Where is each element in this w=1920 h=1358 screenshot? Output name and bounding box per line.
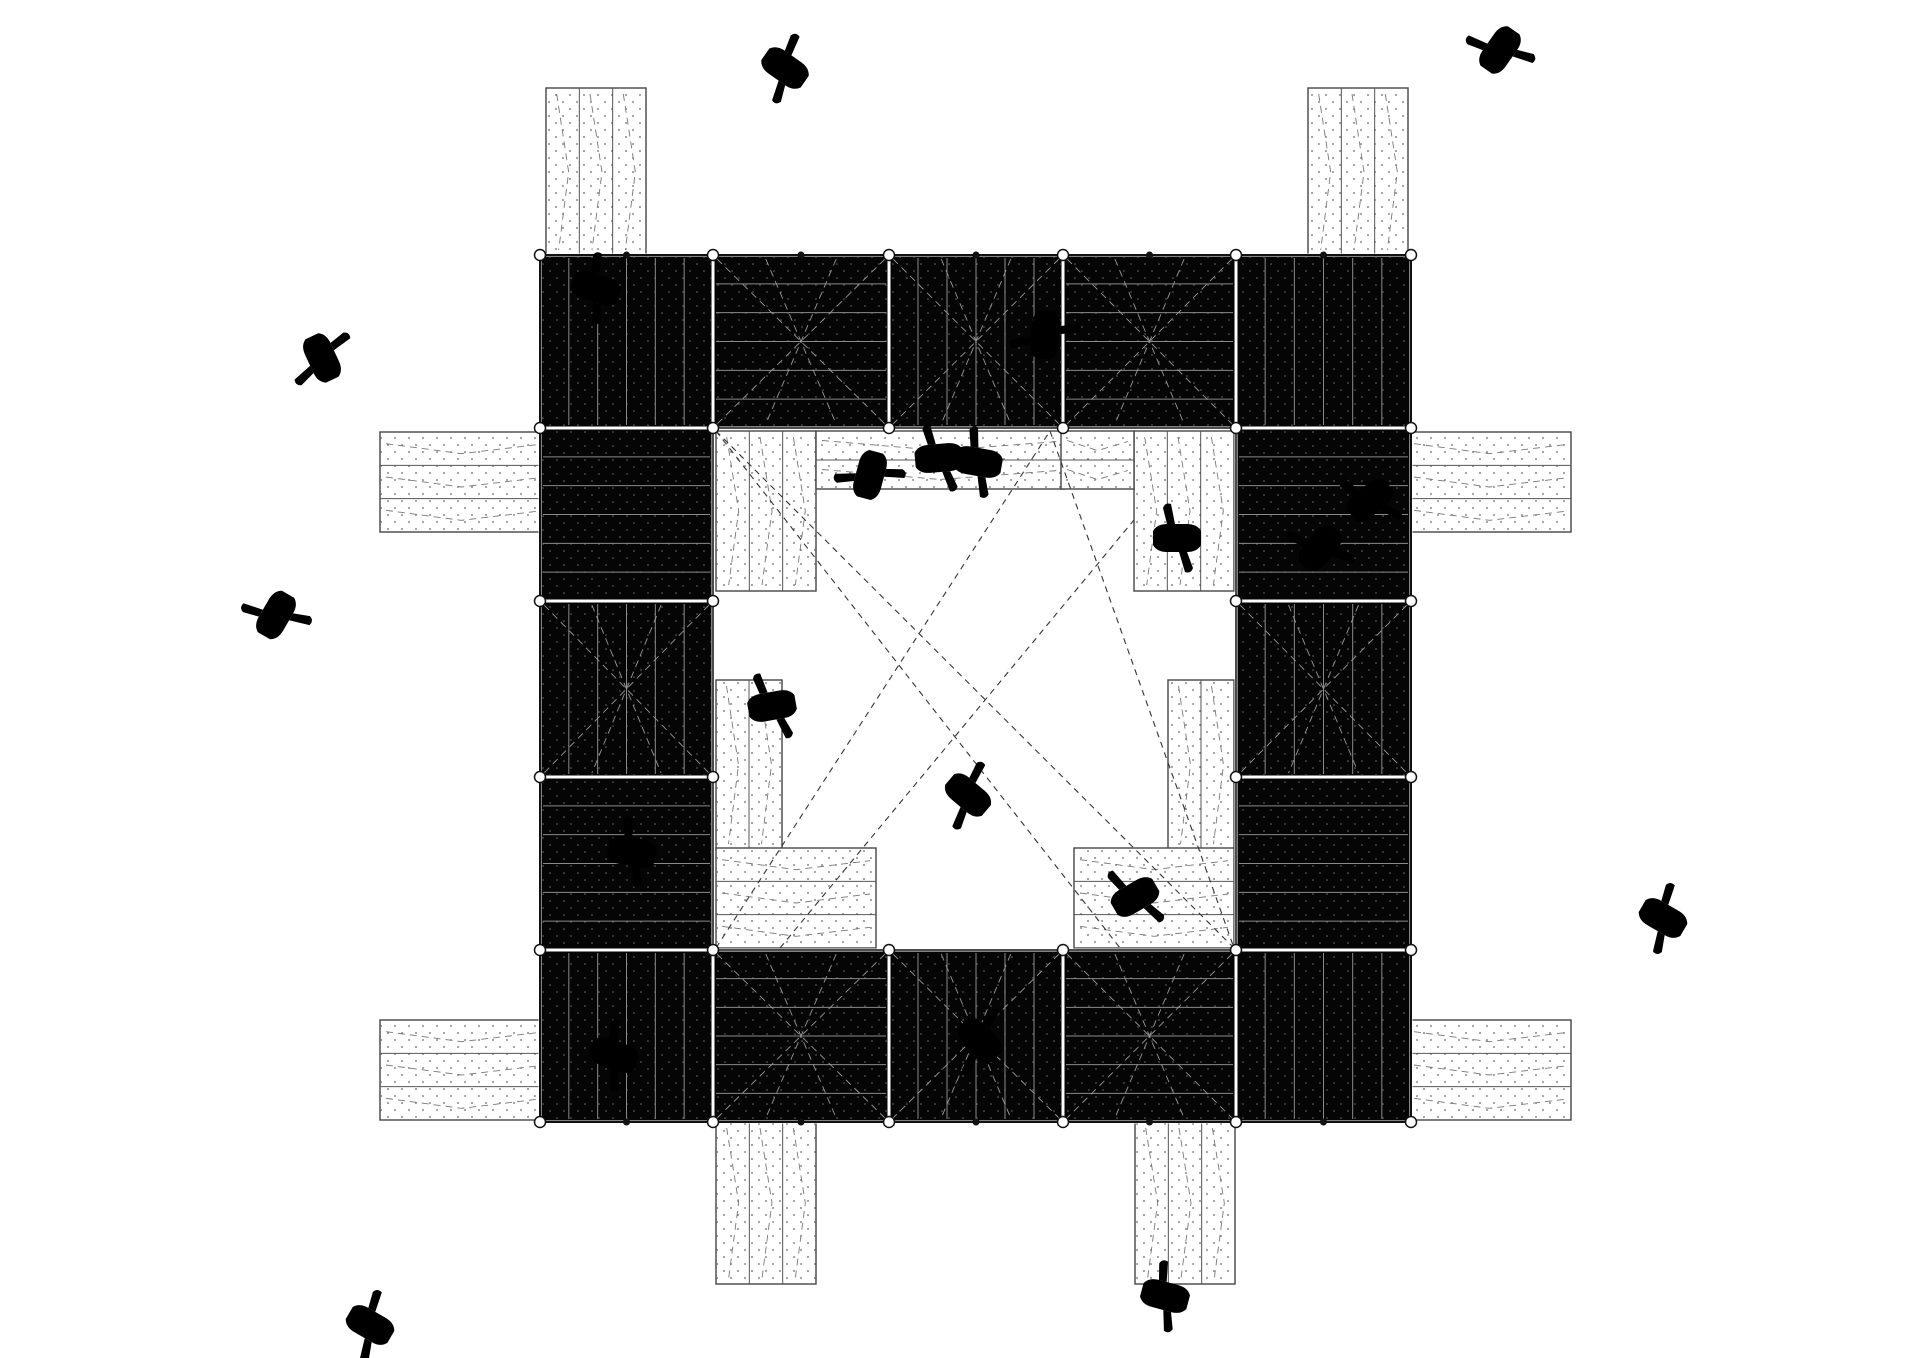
joint-circle-icon: [533, 770, 547, 784]
deck-tile: [538, 426, 715, 603]
joint-circle-icon: [1404, 1115, 1418, 1129]
rigging-line: [715, 430, 1235, 949]
joint-circle-icon: [1056, 943, 1070, 957]
joint-circle-icon: [1404, 594, 1418, 608]
deck-tile: [1234, 775, 1413, 952]
deck-tile: [538, 599, 715, 779]
joint-circle-icon: [1056, 421, 1070, 435]
joint-circle-icon: [706, 248, 720, 262]
person-top-view-icon: [745, 25, 825, 111]
dock-bench: [715, 430, 817, 592]
joint-circle-icon: [882, 1115, 896, 1129]
bolt-dot: [623, 251, 630, 259]
deck-tile: [711, 948, 891, 1124]
joint-circle-icon: [706, 594, 720, 608]
courtyard-lines: [715, 430, 1235, 949]
bolt-dot: [1146, 1118, 1153, 1126]
joint-circle-icon: [882, 943, 896, 957]
bolt-dot: [1320, 251, 1327, 259]
bolt-dot: [623, 1118, 630, 1126]
person-top-view-icon: [927, 753, 1009, 837]
person-top-view-icon: [280, 321, 364, 395]
bolt-dot: [972, 251, 980, 259]
bolt-dot: [797, 251, 805, 259]
dock-bench: [1060, 430, 1135, 490]
dock-bench: [545, 87, 647, 257]
dock-bench: [1407, 431, 1572, 533]
joint-circle-icon: [1404, 248, 1418, 262]
joint-circle-icon: [1229, 770, 1243, 784]
joint-circle-icon: [533, 1115, 547, 1129]
deck-tile: [538, 253, 715, 430]
dock-bench: [379, 1019, 544, 1121]
joint-circle-icon: [882, 421, 896, 435]
rigging-line: [779, 519, 1135, 949]
deck-tile: [538, 948, 715, 1124]
dock-bench: [1307, 87, 1409, 257]
dock-bench: [1133, 430, 1235, 592]
bolt-dot: [1146, 251, 1153, 259]
joint-circle-icon: [533, 943, 547, 957]
joint-circle-icon: [1404, 421, 1418, 435]
dock-bench: [1134, 1121, 1236, 1285]
dock-bench: [715, 1121, 817, 1285]
rigging-line: [715, 430, 1051, 949]
joint-circle-icon: [1056, 1115, 1070, 1129]
people-figures: [234, 10, 1702, 1358]
joint-circle-icon: [882, 248, 896, 262]
deck-tile: [1234, 948, 1413, 1124]
dock-bench: [715, 847, 877, 949]
joint-circle-icon: [1229, 421, 1243, 435]
dock-bench: [815, 430, 1065, 490]
dock-bench: [379, 431, 544, 533]
deck-tiles: [538, 253, 1413, 1124]
joint-circle-icon: [1229, 248, 1243, 262]
person-top-view-icon: [1624, 876, 1702, 960]
bolt-dot: [1320, 1118, 1327, 1126]
deck-tile: [1234, 599, 1413, 779]
joint-circle-icon: [706, 1115, 720, 1129]
person-top-view-icon: [1457, 10, 1543, 90]
joint-circle-icon: [706, 770, 720, 784]
dock-bench: [1167, 679, 1235, 851]
deck-tile: [1234, 426, 1413, 603]
joint-circles: [533, 248, 1418, 1129]
deck-tile: [711, 253, 891, 430]
joint-circle-icon: [533, 421, 547, 435]
joint-circle-icon: [1404, 943, 1418, 957]
joint-circle-icon: [1056, 248, 1070, 262]
joint-circle-icon: [533, 248, 547, 262]
bolt-dot: [797, 1118, 805, 1126]
joint-circle-icon: [1404, 770, 1418, 784]
rigging-line: [1049, 430, 1235, 949]
joint-circle-icon: [706, 421, 720, 435]
dock-benches: [379, 87, 1572, 1285]
dock-bench: [1407, 1019, 1572, 1121]
joint-circle-icon: [1229, 943, 1243, 957]
joint-circle-icon: [533, 594, 547, 608]
person-top-view-icon: [331, 1283, 409, 1358]
joint-circle-icon: [1229, 1115, 1243, 1129]
deck-tile: [1234, 253, 1413, 430]
joint-circle-icon: [1229, 594, 1243, 608]
joint-circle-icon: [706, 943, 720, 957]
person-top-view-icon: [234, 576, 318, 654]
deck-tile: [1061, 253, 1238, 430]
deck-tile: [1061, 948, 1238, 1124]
bolt-dot: [972, 1118, 980, 1126]
